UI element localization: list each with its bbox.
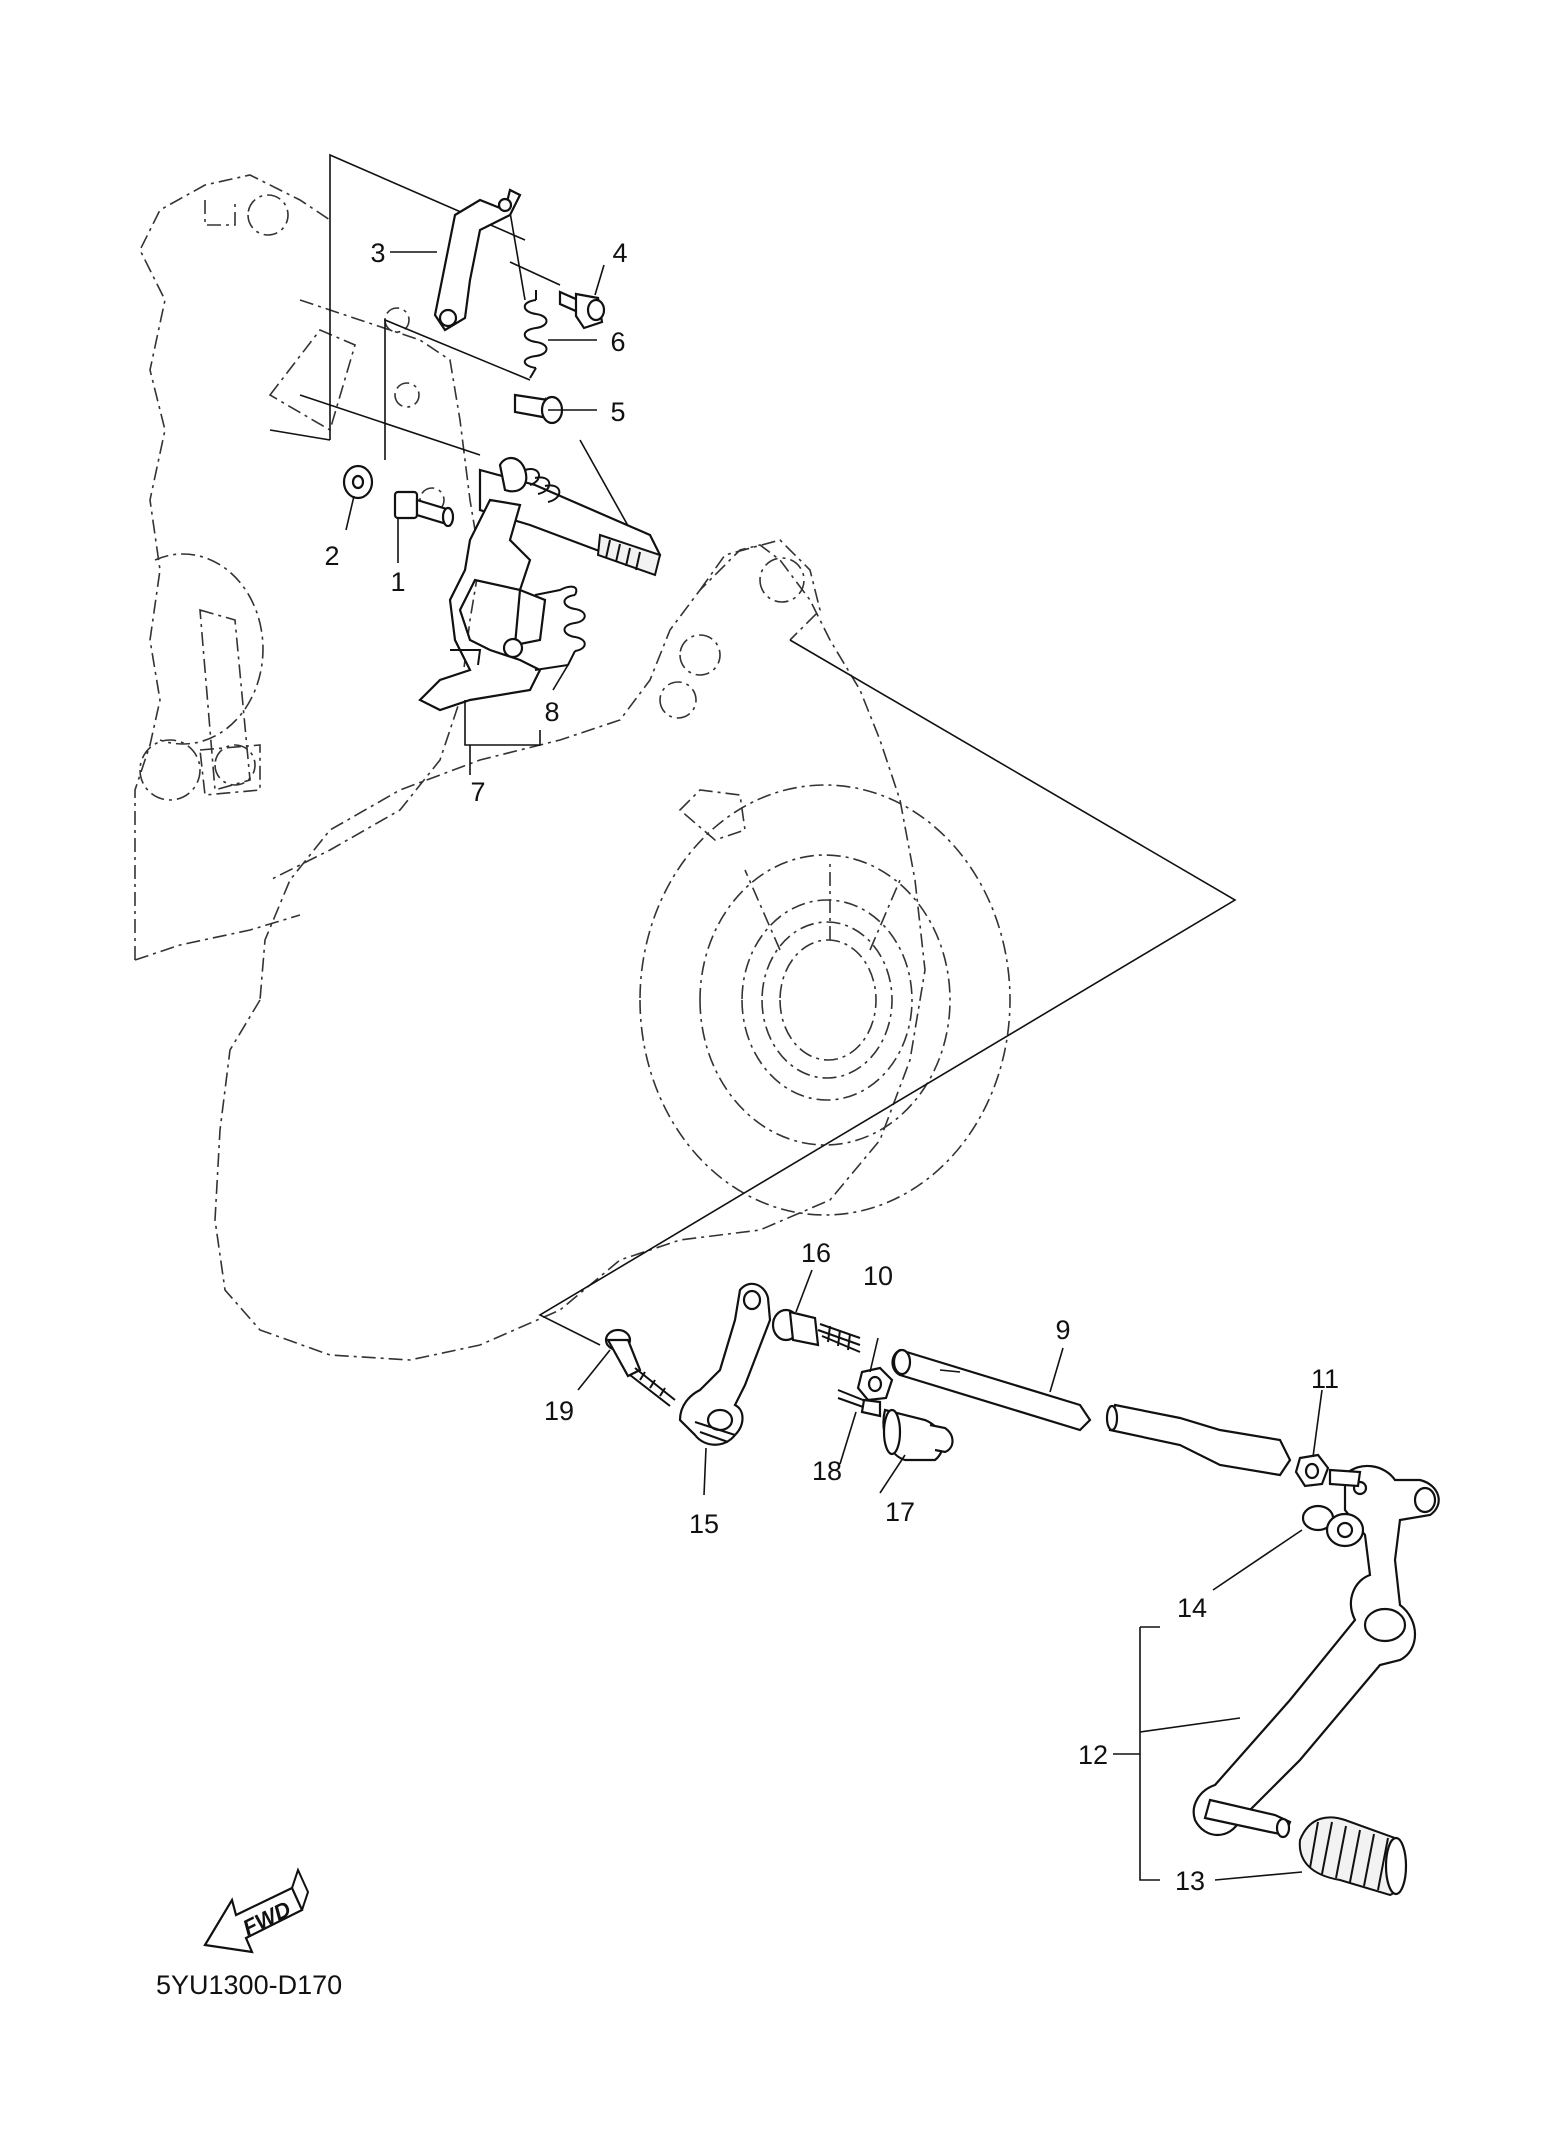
callout-10: 10 bbox=[863, 1261, 893, 1291]
part-3-stopper-lever bbox=[433, 188, 522, 332]
callout-9: 9 bbox=[1055, 1315, 1070, 1345]
part-14-collar bbox=[1301, 1504, 1365, 1548]
part-5-collar bbox=[513, 393, 564, 425]
part-13-pedal-rubber bbox=[1298, 1816, 1408, 1897]
part-18-bolt bbox=[837, 1389, 882, 1418]
callout-13: 13 bbox=[1175, 1866, 1205, 1896]
part-9-shift-rod bbox=[891, 1348, 1292, 1477]
callout-6: 6 bbox=[610, 327, 625, 357]
drawing-code: 5YU1300-D170 bbox=[156, 1970, 342, 2000]
callouts: 1 2 3 4 5 6 7 8 9 10 11 12 13 14 15 16 1… bbox=[324, 238, 1339, 1896]
callout-16: 16 bbox=[801, 1238, 831, 1268]
leader-lines bbox=[345, 251, 1323, 1881]
callout-19: 19 bbox=[544, 1396, 574, 1426]
callout-18: 18 bbox=[812, 1456, 842, 1486]
callout-7: 7 bbox=[470, 777, 485, 807]
callout-12: 12 bbox=[1078, 1740, 1108, 1770]
part-15-shift-arm bbox=[678, 1282, 772, 1446]
callout-4: 4 bbox=[612, 238, 627, 268]
fwd-arrow-icon: FWD bbox=[203, 1867, 310, 1954]
reference-lines bbox=[269, 153, 1237, 1346]
part-11-nut bbox=[1294, 1453, 1330, 1488]
callout-2: 2 bbox=[324, 541, 339, 571]
part-6-spring bbox=[523, 290, 548, 379]
part-2-washer bbox=[342, 464, 374, 500]
part-12-shift-pedal bbox=[1192, 1464, 1440, 1839]
part-10-nut bbox=[856, 1366, 894, 1402]
callout-8: 8 bbox=[544, 697, 559, 727]
callout-3: 3 bbox=[370, 238, 385, 268]
part-4-bolt bbox=[558, 290, 606, 330]
callout-1: 1 bbox=[390, 567, 405, 597]
part-1-stopper-bolt bbox=[393, 490, 455, 528]
callout-14: 14 bbox=[1177, 1593, 1207, 1623]
callout-15: 15 bbox=[689, 1509, 719, 1539]
part-7-shift-shaft-assembly bbox=[418, 457, 662, 712]
part-16-rod-end bbox=[771, 1308, 861, 1353]
callout-17: 17 bbox=[885, 1497, 915, 1527]
callout-5: 5 bbox=[610, 397, 625, 427]
part-17-boot bbox=[882, 1408, 954, 1462]
engine-cover-outline bbox=[214, 539, 1011, 1361]
part-19-bolt bbox=[604, 1328, 676, 1407]
callout-11: 11 bbox=[1311, 1364, 1339, 1394]
crankcase-outline bbox=[134, 174, 481, 961]
